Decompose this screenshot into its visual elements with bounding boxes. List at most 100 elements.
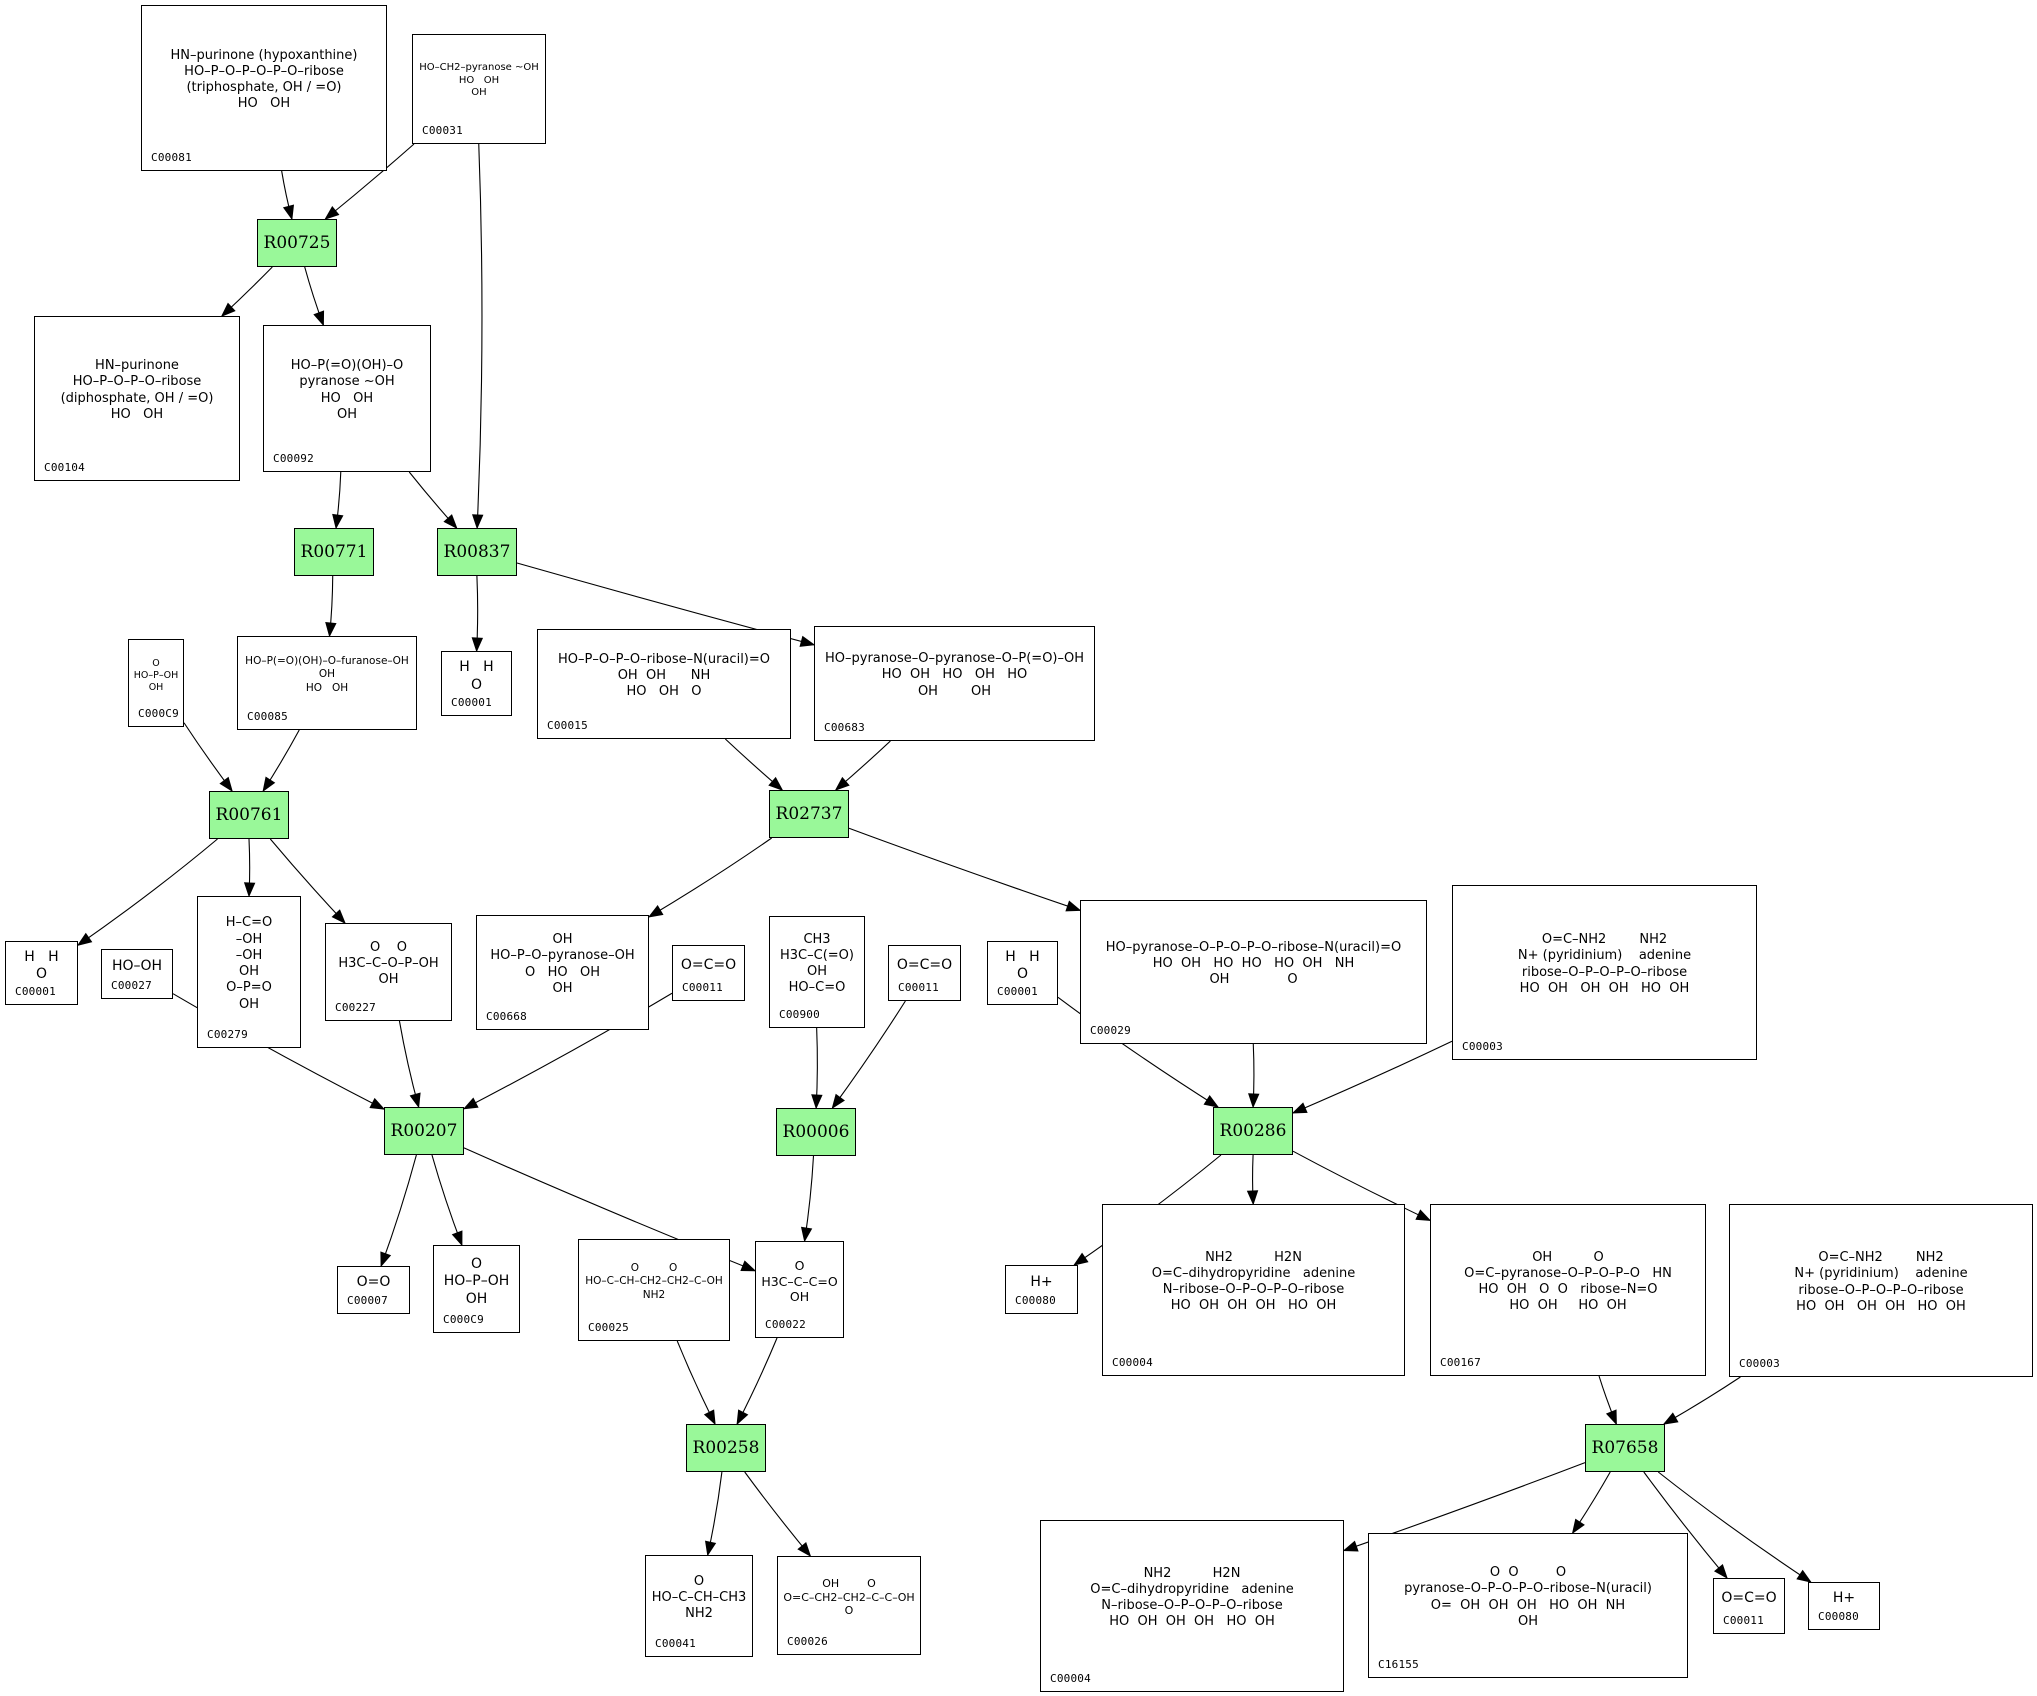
structure-fragment: O O xyxy=(630,1262,678,1275)
compound-id-label: C00011 xyxy=(682,981,723,994)
compound-id-label: C00004 xyxy=(1112,1356,1153,1369)
compound-c00029[interactable]: HO–pyranose–O–P–O–P–O–ribose–N(uracil)=O… xyxy=(1080,900,1427,1044)
structure-fragment: OH xyxy=(148,681,164,693)
compound-c00007[interactable]: O=O C00007 xyxy=(337,1266,410,1314)
edge-r00725-to-c00092 xyxy=(304,266,324,326)
compound-id-label: C00900 xyxy=(779,1008,820,1021)
structure-fragment: HO–P(=O)(OH)–O–furanose–OH xyxy=(245,655,409,668)
structure-fragment: O= OH OH OH HO OH NH xyxy=(1430,1597,1626,1613)
structure-fragment: HO OH OH OH HO OH xyxy=(1170,1298,1337,1314)
compound-id-label: C00027 xyxy=(111,979,152,992)
compound-c00027[interactable]: HO–OH C00027 xyxy=(101,949,173,999)
compound-c00011[interactable]: O=C=O C00011 xyxy=(888,945,961,1001)
compound-id-label: C00031 xyxy=(422,124,463,137)
compound-c00011[interactable]: O=C=O C00011 xyxy=(1713,1578,1785,1634)
compound-c00080[interactable]: H+ C00080 xyxy=(1808,1582,1880,1630)
edge-c00227-to-r00207 xyxy=(398,1020,420,1108)
structure-fragment: O O xyxy=(370,939,407,955)
structure-fragment: OH xyxy=(238,996,259,1012)
structure-fragment: H–C=O xyxy=(225,915,273,931)
structure-fragment: H H xyxy=(1005,948,1040,965)
structure-fragment: HO OH xyxy=(110,406,164,422)
edge-r00761-to-c00279 xyxy=(248,838,251,897)
edge-c00003_a-to-r00286 xyxy=(1292,1040,1453,1114)
reaction-r00286[interactable]: R00286 xyxy=(1213,1107,1293,1155)
reaction-r00207[interactable]: R00207 xyxy=(384,1107,464,1155)
reaction-r00761[interactable]: R00761 xyxy=(209,791,289,839)
compound-id-label: C00085 xyxy=(247,710,288,723)
structure-fragment: OH xyxy=(378,972,399,988)
structure-c00027: HO–OH xyxy=(108,956,166,978)
structure-fragment: O=C–dihydropyridine adenine xyxy=(1151,1265,1356,1281)
reaction-r00837[interactable]: R00837 xyxy=(437,528,517,576)
compound-c00011[interactable]: O=C=O C00011 xyxy=(672,945,745,1001)
structure-fragment: HO–P–O–P–O–P–O–ribose xyxy=(184,63,344,79)
structure-c00080: H+ xyxy=(1012,1272,1071,1293)
structure-fragment: OH xyxy=(552,932,573,947)
structure-fragment: pyranose ~OH xyxy=(299,374,395,390)
reaction-r00258[interactable]: R00258 xyxy=(686,1424,766,1472)
edge-r02737-to-c00668 xyxy=(648,837,772,918)
edge-c00092-to-r00771 xyxy=(335,471,342,529)
compound-id-label: C00011 xyxy=(898,981,939,994)
arrowhead-icon xyxy=(369,1097,386,1110)
edge-c00025-to-r00258 xyxy=(676,1340,716,1425)
reaction-r00771[interactable]: R00771 xyxy=(294,528,374,576)
structure-c00011: O=C=O xyxy=(1720,1585,1778,1613)
compound-c00080[interactable]: H+ C00080 xyxy=(1005,1265,1078,1314)
reaction-r07658[interactable]: R07658 xyxy=(1585,1424,1665,1472)
structure-fragment: OH xyxy=(789,1289,810,1305)
arrowhead-icon xyxy=(262,776,276,793)
compound-c00081[interactable]: HN–purinone (hypoxanthine)HO–P–O–P–O–P–O… xyxy=(141,5,387,171)
reaction-r00725[interactable]: R00725 xyxy=(257,219,337,267)
arrowhead-icon xyxy=(332,513,344,530)
structure-fragment: H3C–C–C=O xyxy=(761,1273,838,1289)
structure-fragment: H3C–C–O–P–OH xyxy=(338,955,439,971)
structure-fragment: O=C–NH2 NH2 xyxy=(1541,932,1668,947)
structure-fragment: HN–purinone (hypoxanthine) xyxy=(170,47,358,63)
arrowhead-icon xyxy=(282,204,295,221)
structure-fragment: OH xyxy=(238,964,259,979)
reaction-r00006[interactable]: R00006 xyxy=(776,1108,856,1156)
compound-id-label: C00007 xyxy=(347,1294,388,1307)
compound-id-label: C00011 xyxy=(1723,1614,1764,1627)
structure-fragment: HO–P–O–pyranose–OH xyxy=(490,948,635,964)
edge-c00003_b-to-r07658 xyxy=(1663,1376,1741,1425)
structure-fragment: NH2 H2N xyxy=(1143,1565,1241,1581)
reaction-r02737[interactable]: R02737 xyxy=(769,790,849,838)
structure-fragment: H3C–C(=O) xyxy=(780,947,854,963)
structure-fragment: HO OH xyxy=(320,390,374,406)
compound-id-label: C00026 xyxy=(787,1635,828,1648)
structure-fragment: OH O xyxy=(822,1576,876,1590)
structure-fragment: HO OH O xyxy=(626,684,702,700)
